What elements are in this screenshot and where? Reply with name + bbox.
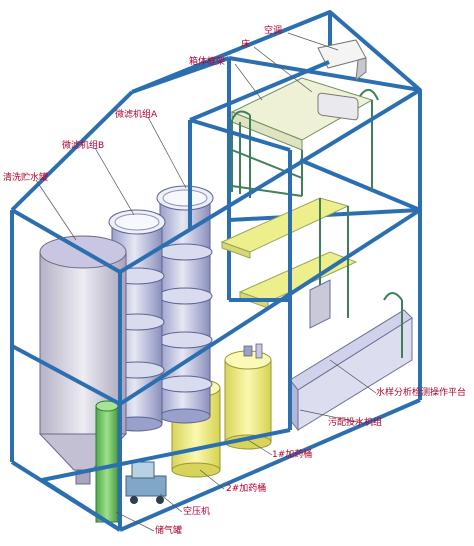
frame-back bbox=[131, 10, 422, 400]
dosing-unit bbox=[289, 279, 413, 432]
label-dosing-tank-1: 1#加药桶 bbox=[272, 450, 313, 460]
label-microfilter-a: 微滤机组A bbox=[115, 110, 158, 120]
shelves bbox=[220, 197, 358, 318]
label-gas-storage-tank: 储气罐 bbox=[155, 526, 183, 536]
label-cleaning-storage-tank: 清洗贮水罐 bbox=[3, 173, 49, 183]
dosing-tank-1 bbox=[224, 343, 272, 450]
label-microfilter-b: 微滤机组B bbox=[62, 141, 105, 151]
air-compressor bbox=[125, 461, 167, 504]
leader-lines bbox=[35, 32, 377, 532]
label-dosing-unit: 污配投水机组 bbox=[328, 418, 383, 428]
air-conditioner bbox=[317, 39, 367, 121]
gas-storage-tank bbox=[95, 400, 119, 523]
label-frame: 箱体框架 bbox=[189, 57, 226, 67]
label-air-conditioner: 空调 bbox=[264, 26, 283, 36]
label-dosing-tank-2: 2#加药桶 bbox=[226, 484, 267, 494]
frame-front bbox=[10, 60, 422, 532]
label-analysis-platform: 水样分析检测操作平台 bbox=[376, 388, 467, 398]
label-bed: 床 bbox=[241, 40, 251, 50]
label-air-compressor: 空压机 bbox=[183, 507, 211, 517]
bed bbox=[230, 77, 379, 198]
